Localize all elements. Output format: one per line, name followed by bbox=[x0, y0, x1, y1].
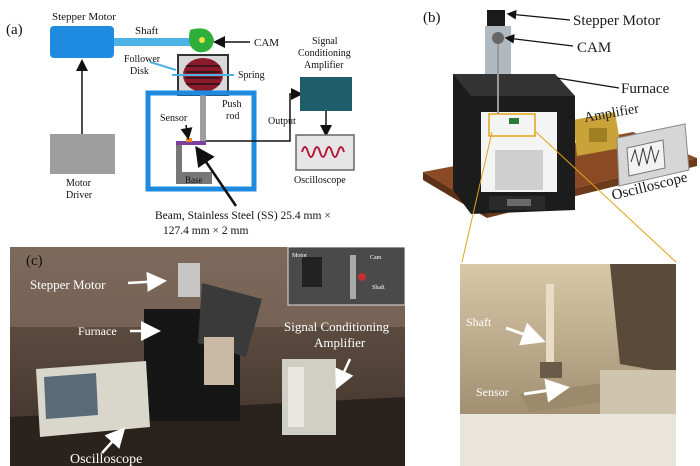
d-wall-slats bbox=[610, 264, 676, 374]
c-arrow-stepper bbox=[127, 271, 167, 292]
amplifier-block bbox=[300, 77, 352, 111]
panel-b-render: Stepper Motor CAM Furnace Amplifier Osci… bbox=[405, 0, 700, 240]
scope-wave bbox=[630, 145, 660, 167]
d-label-shaft: Shaft bbox=[466, 315, 492, 329]
label-motor: Motor bbox=[66, 178, 92, 189]
label-disk: Disk bbox=[130, 66, 149, 77]
beam-callout-arrow bbox=[195, 145, 238, 207]
panel-a-label: (a) bbox=[6, 22, 23, 38]
panel-c-label: (c) bbox=[26, 253, 43, 269]
label-cam: CAM bbox=[254, 37, 279, 49]
inset-motor bbox=[302, 257, 322, 287]
beam bbox=[176, 141, 206, 145]
b-label-furnace: Furnace bbox=[621, 81, 670, 97]
d-arrow-shaft bbox=[505, 322, 546, 346]
photo-scope-screen bbox=[44, 373, 98, 419]
base-block bbox=[176, 172, 212, 184]
sensor-wire bbox=[206, 88, 303, 142]
label-output: Output bbox=[268, 116, 296, 127]
photo-stepper-motor bbox=[178, 263, 200, 297]
cam-center bbox=[199, 37, 205, 43]
callout-stepper bbox=[506, 9, 571, 21]
photo-d-svg: Shaft Sensor bbox=[460, 264, 676, 466]
amplifier-panel bbox=[589, 128, 607, 142]
schematic-svg: Stepper Motor Shaft CAM Follower Disk Sp… bbox=[50, 11, 355, 237]
panel-d-photo: Shaft Sensor bbox=[460, 264, 676, 466]
furnace-controls bbox=[507, 199, 531, 206]
c-label-furnace: Furnace bbox=[78, 324, 117, 338]
photo-furnace-chamber bbox=[204, 337, 234, 385]
label-base: Base bbox=[185, 175, 203, 185]
d-shaft bbox=[546, 284, 554, 364]
follower-pointer bbox=[149, 61, 177, 71]
label-shaft: Shaft bbox=[135, 25, 158, 37]
d-arrow-sensor bbox=[523, 378, 570, 403]
label-beam-line2: 127.4 mm × 2 mm bbox=[163, 225, 248, 237]
spring-coils bbox=[186, 65, 220, 85]
panel-b-label: (b) bbox=[423, 10, 441, 26]
label-amplifier: Amplifier bbox=[304, 60, 344, 71]
highlight-box bbox=[488, 113, 536, 137]
label-rod: rod bbox=[226, 111, 239, 122]
label-spring: Spring bbox=[238, 70, 265, 81]
c-arrow-amplifier bbox=[335, 358, 354, 390]
d-label-sensor: Sensor bbox=[476, 385, 509, 399]
sensor-render bbox=[509, 118, 519, 124]
label-driver: Driver bbox=[66, 190, 93, 201]
zoom-guide-right bbox=[535, 131, 677, 263]
panel-c-photo: Motor Cam Shaft Stepper Motor Furnace Si… bbox=[10, 247, 405, 466]
photo-c-svg: Motor Cam Shaft Stepper Motor Furnace Si… bbox=[10, 247, 405, 466]
label-follower: Follower bbox=[124, 54, 161, 65]
c-label-amplifier: Amplifier bbox=[314, 335, 366, 350]
b-label-cam: CAM bbox=[577, 40, 611, 56]
label-signal: Signal bbox=[312, 36, 338, 47]
inset-label-shaft: Shaft bbox=[372, 284, 385, 291]
c-arrow-oscilloscope bbox=[101, 427, 126, 454]
sensor-element bbox=[186, 138, 192, 142]
label-stepper-motor: Stepper Motor bbox=[52, 11, 116, 23]
render-svg: Stepper Motor CAM Furnace Amplifier Osci… bbox=[423, 9, 697, 218]
stepper-motor-block bbox=[50, 26, 114, 58]
inset-label-cam: Cam bbox=[370, 255, 382, 261]
oscilloscope-wave bbox=[301, 146, 345, 158]
callout-cam bbox=[504, 34, 574, 47]
label-sensor: Sensor bbox=[160, 113, 188, 124]
sensor-arrow bbox=[180, 124, 193, 140]
d-shaft-holder bbox=[540, 362, 562, 378]
d-floor bbox=[460, 414, 676, 466]
c-label-oscilloscope: Oscilloscope bbox=[70, 452, 142, 466]
motor-driver-block bbox=[50, 134, 115, 174]
furnace-top bbox=[453, 74, 575, 96]
inset-label-motor: Motor bbox=[292, 253, 307, 259]
label-oscilloscope: Oscilloscope bbox=[294, 175, 346, 186]
d-beam bbox=[520, 382, 620, 412]
chamber-base bbox=[495, 150, 543, 190]
b-label-stepper: Stepper Motor bbox=[573, 13, 660, 29]
label-beam-line1: Beam, Stainless Steel (SS) 25.4 mm × bbox=[155, 210, 331, 222]
zoom-guide-left bbox=[461, 131, 493, 263]
label-conditioning: Conditioning bbox=[298, 48, 351, 59]
photo-amplifier-module bbox=[288, 367, 304, 427]
cam-render bbox=[492, 32, 504, 44]
c-label-signal-conditioning: Signal Conditioning bbox=[284, 319, 390, 334]
inset-shaft bbox=[350, 255, 356, 299]
shaft-bar bbox=[114, 38, 192, 46]
inset-cam bbox=[358, 273, 366, 281]
callout-furnace bbox=[556, 77, 620, 89]
push-rod bbox=[200, 95, 206, 141]
panel-a-schematic: Stepper Motor Shaft CAM Follower Disk Sp… bbox=[0, 0, 405, 240]
base-post bbox=[176, 145, 182, 179]
label-push: Push bbox=[222, 99, 241, 110]
stepper-motor-render bbox=[487, 10, 505, 26]
c-label-stepper: Stepper Motor bbox=[30, 277, 106, 292]
